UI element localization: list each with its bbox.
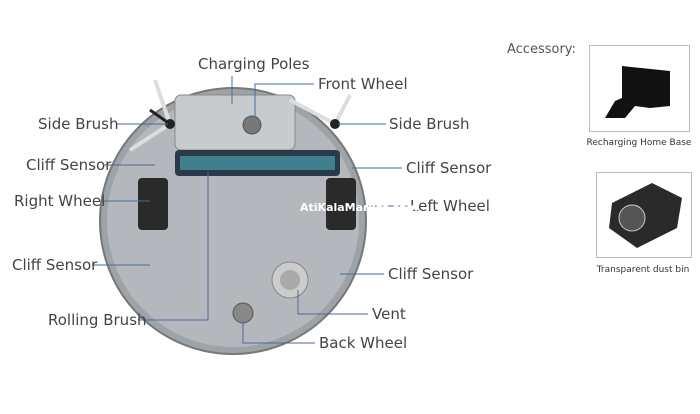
- leader-lines: [92, 76, 408, 344]
- label-cliff-sensor-upper-right: Cliff Sensor: [406, 159, 492, 177]
- label-cliff-sensor-lower-right: Cliff Sensor: [388, 265, 474, 283]
- label-front-wheel: Front Wheel: [318, 75, 408, 93]
- label-cliff-sensor-lower-left: Cliff Sensor: [12, 256, 98, 274]
- label-right-wheel: Right Wheel: [14, 192, 105, 210]
- home-base-caption: Recharging Home Base: [586, 138, 692, 148]
- label-cliff-sensor-upper-left: Cliff Sensor: [26, 156, 112, 174]
- label-left-wheel: Left Wheel: [410, 197, 490, 215]
- label-rolling-brush: Rolling Brush: [48, 311, 147, 329]
- watermark: AtiKalaMarket.com: [300, 201, 418, 214]
- dust-bin-icon: [609, 183, 682, 248]
- label-side-brush-left: Side Brush: [38, 115, 119, 133]
- home-base-image: [589, 45, 690, 132]
- label-charging-poles: Charging Poles: [198, 55, 310, 73]
- dust-bin-image: [596, 172, 692, 258]
- accessory-title: Accessory:: [507, 42, 576, 57]
- robot-vacuum-bottom: [99, 79, 367, 355]
- label-back-wheel: Back Wheel: [319, 334, 407, 352]
- dust-bin-caption: Transparent dust bin: [596, 265, 690, 275]
- label-side-brush-right: Side Brush: [389, 115, 470, 133]
- label-vent: Vent: [372, 305, 406, 323]
- charging-dock-icon: [605, 66, 670, 118]
